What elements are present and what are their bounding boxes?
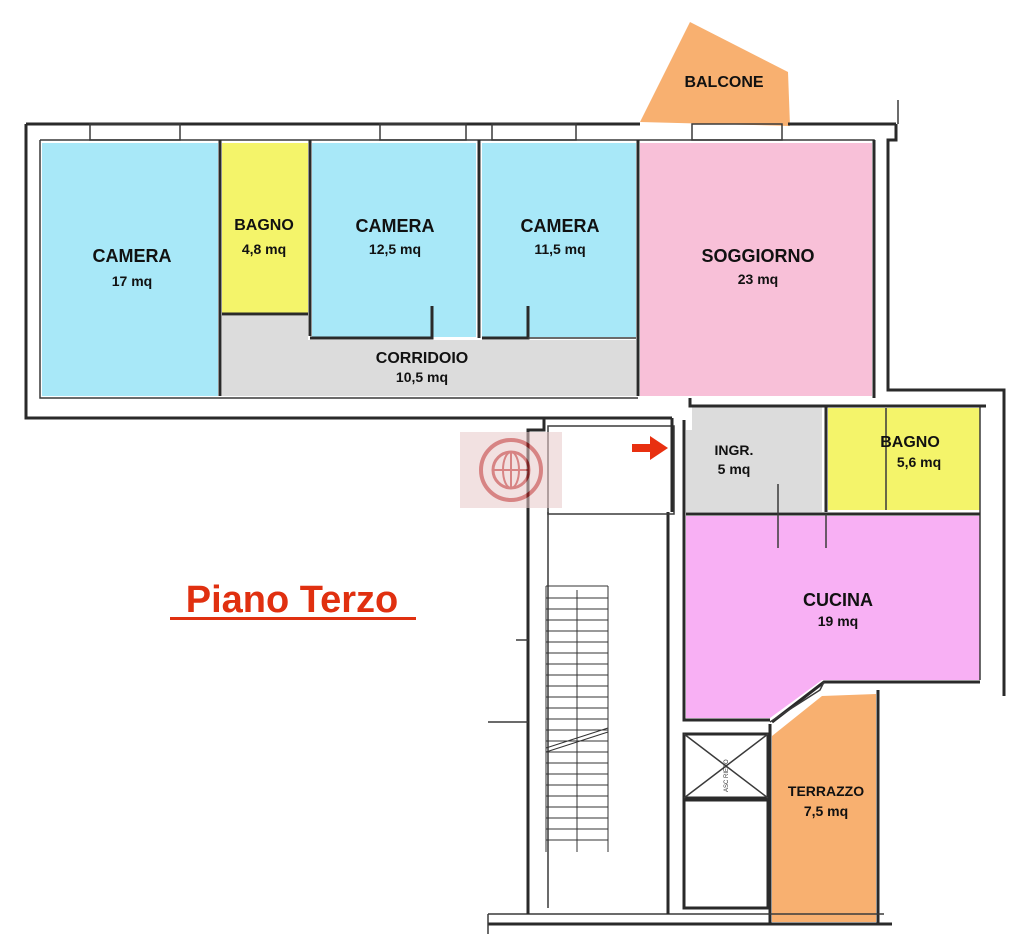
room-labels: CAMERA 17 mq BAGNO 4,8 mq CAMERA 12,5 mq… [93, 74, 942, 819]
window-north-1 [89, 123, 181, 141]
room-fills [42, 22, 980, 922]
camera-1-label: CAMERA [93, 246, 172, 266]
entrance-arrow-icon [632, 436, 668, 460]
ingresso-label: INGR. [715, 442, 754, 458]
cucina-label: CUCINA [803, 590, 873, 610]
camera-3-fill [482, 143, 636, 337]
camera-1-area: 17 mq [112, 273, 152, 289]
soggiorno-label: SOGGIORNO [701, 246, 814, 266]
plan-title: Piano Terzo [186, 579, 399, 621]
camera-2-area: 12,5 mq [369, 241, 421, 257]
bagno-1-area: 4,8 mq [242, 241, 286, 257]
west-outer-wall [24, 124, 544, 420]
camera-2-label: CAMERA [356, 216, 435, 236]
agency-globe-logo-icon [460, 432, 562, 508]
plan-title-underline [170, 617, 416, 620]
elevator-cross-2 [683, 733, 769, 799]
balcone-label: BALCONE [684, 74, 763, 91]
soggiorno-area: 23 mq [738, 271, 778, 287]
bagno-1-fill [222, 143, 308, 313]
landing-fill [548, 426, 674, 514]
camera-2-fill [312, 143, 476, 337]
window-north-4 [691, 123, 783, 141]
bagno-1-label: BAGNO [234, 217, 294, 234]
camera-1-fill [42, 143, 218, 396]
cucina-fill [686, 516, 980, 718]
ingresso-area: 5 mq [718, 461, 751, 477]
east-outer-step [886, 124, 1006, 696]
stair-west-wall [526, 418, 546, 914]
stair-break-line [545, 731, 609, 753]
partition-rooms-corridoio [310, 306, 434, 340]
corridoio-label: CORRIDOIO [376, 350, 468, 367]
terrazzo-area: 7,5 mq [804, 803, 848, 819]
terrazzo-label: TERRAZZO [788, 783, 864, 799]
ingresso-north-wall [688, 398, 986, 408]
camera-3-area: 11,5 mq [534, 241, 585, 257]
elevator-shaft [682, 732, 770, 800]
balcone-fill [640, 22, 790, 126]
corridoio-area: 10,5 mq [396, 369, 448, 385]
stair-break-line [545, 727, 609, 749]
window-north-3 [491, 123, 577, 141]
corridoio-fill [222, 316, 636, 396]
bagno-2-fill [828, 408, 980, 510]
plan-title-group: Piano Terzo [170, 579, 416, 621]
ingresso-fill [686, 406, 822, 512]
cucina-area: 19 mq [818, 613, 858, 629]
window-north-2 [379, 123, 467, 141]
bagno-2-area: 5,6 mq [897, 454, 941, 470]
stair-treads [545, 585, 609, 852]
west-inner-wall [39, 140, 638, 399]
soggiorno-fill [640, 143, 872, 396]
terrazzo-fill [772, 694, 876, 922]
bagno-2-label: BAGNO [880, 434, 940, 451]
walls [24, 100, 1006, 934]
service-room [682, 798, 770, 910]
camera-3-label: CAMERA [521, 216, 600, 236]
elevator-label: ASC RIEPO [724, 759, 730, 792]
cucina-west-wall [682, 420, 770, 722]
terrazzo-window [769, 681, 825, 723]
